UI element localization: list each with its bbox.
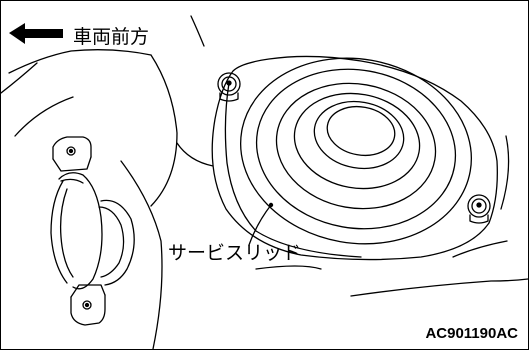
body-panel-lines — [1, 15, 528, 349]
service-lid — [211, 55, 498, 261]
leader-line — [248, 204, 272, 246]
direction-label: 車両前方 — [73, 26, 150, 48]
removed-lid — [50, 136, 135, 326]
leader-dot — [268, 202, 274, 208]
part-label: サービスリッド — [168, 242, 302, 264]
figure-code: AC901190AC — [425, 325, 518, 342]
bolt-icon — [217, 72, 241, 102]
bolt-icon — [467, 194, 491, 224]
arrow-left-icon — [9, 23, 63, 44]
